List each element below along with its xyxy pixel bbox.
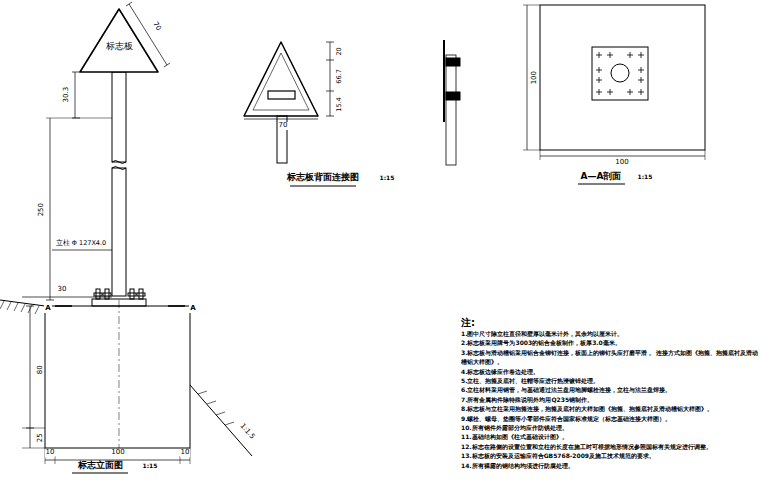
clamp (446, 58, 460, 66)
pole (446, 55, 456, 165)
dimension-tick (326, 91, 334, 92)
view-caption: A—A剖面 (580, 172, 623, 181)
extension-line (523, 5, 540, 6)
dimension-line (50, 118, 51, 300)
dimension-tick (326, 60, 334, 61)
dimension-text: 10 (45, 449, 56, 456)
dimension-line (527, 5, 528, 150)
sign-back-outline (244, 42, 318, 116)
scale-text: 1:15 (637, 174, 654, 180)
dimension-text: 20 (336, 46, 343, 56)
caption-underline (290, 185, 356, 186)
pole (112, 72, 126, 162)
caption-underline (578, 183, 625, 184)
dimension-line (22, 297, 112, 298)
dimension-tick (26, 306, 34, 307)
note-item: 1.图中尺寸除立柱直径和壁厚以毫米计外，其余均以厘米计。 (461, 329, 758, 338)
dimension-tick (326, 116, 334, 117)
sign-plate-edge (443, 40, 445, 122)
scale-text: 1:15 (142, 463, 159, 469)
note-item: 9.螺栓、螺母、垫圈等小零部件应符合国家标准规定（标志基础连接大样图）。 (461, 414, 758, 423)
note-item: 11.基础结构如图《柱式基础设计图》。 (461, 432, 758, 441)
dimension-text: 70 (150, 20, 162, 33)
view-caption: 标志板背面连接图 (286, 173, 360, 182)
anchor-bolts (94, 289, 145, 299)
base-plate (592, 47, 648, 100)
extension-line (705, 150, 706, 160)
slope-ratio: 1:1.5 (238, 422, 257, 442)
note-item: 14.所有裸露的钢结构均须进行防腐处理。 (461, 461, 758, 470)
note-item: 13.标志板的安装及运输应符合GB5768-2009及施工技术规范的要求。 (461, 451, 758, 460)
extension-line (180, 456, 181, 464)
note-item: 3.标志板与滑动槽铝采用铝合金铆钉连接，板面上的铆钉头应打磨平滑， 连接方式如图… (461, 348, 758, 367)
note-item: 5.立柱、抱箍及底衬、柱帽等应进行热浸镀锌处理。 (461, 376, 758, 385)
note-item: 6.立柱材料采用钢管，与基础通过法兰盘用地脚螺栓连接，立柱与法兰盘焊接。 (461, 385, 758, 394)
notes-block: 注:1.图中尺寸除立柱直径和壁厚以毫米计外，其余均以厘米计。2.标志板采用牌号为… (461, 316, 758, 470)
leader-line (52, 250, 112, 251)
dimension-line (75, 72, 76, 118)
foundation-plan (540, 5, 705, 150)
dimension-text: 30 (57, 286, 68, 293)
note-item: 10.所有钢件外露部分均应作防锈处理。 (461, 423, 758, 432)
dimension-tick (126, 2, 132, 6)
caption-underline (72, 472, 128, 473)
sign-back-inner (253, 53, 309, 110)
dimension-tick (326, 42, 334, 43)
part-label: 立柱 Φ 127X4.0 (55, 240, 107, 247)
clamp-bracket (268, 91, 295, 99)
slope-hatch (198, 391, 234, 425)
bolt-marks (596, 52, 644, 95)
pole-break (112, 161, 126, 164)
dimension-tick (26, 428, 34, 429)
notes-heading: 注: (461, 316, 758, 329)
dimension-text: 10 (180, 449, 191, 456)
section-letter: A (44, 305, 51, 312)
dimension-line (244, 119, 318, 120)
section-letter: A (189, 305, 196, 312)
dimension-text: 25 (36, 433, 43, 444)
dimension-tick (164, 63, 170, 67)
dimension-tick (72, 72, 80, 73)
extension-line (22, 448, 45, 449)
dimension-text: 100 (614, 159, 629, 166)
clamp (446, 92, 460, 100)
ground-line (0, 300, 45, 306)
pole-section (611, 64, 629, 82)
dimension-line (330, 42, 331, 116)
ground-hatch (0, 301, 39, 314)
dimension-text: 15.4 (336, 96, 343, 112)
note-item: 7.所有金属构件除特殊说明外均用Q235钢制作。 (461, 395, 758, 404)
dimension-text: 100 (531, 70, 538, 85)
extension-line (46, 118, 112, 119)
sign-board: 标志板 (78, 6, 160, 76)
note-item: 8.标志板与立柱采用抱箍连接，抱箍及底衬的大样如图《抱箍、抱箍底衬及滑动槽铝大样… (461, 404, 758, 413)
foundation (45, 306, 190, 448)
dimension-line (30, 306, 31, 448)
note-item: 4.标志板边缘应作卷边处理。 (461, 367, 758, 376)
dimension-text: 250 (38, 202, 45, 217)
dimension-line (540, 156, 705, 157)
scale-text: 1:15 (379, 175, 396, 181)
dimension-text: 100 (110, 449, 125, 456)
extension-line (22, 428, 45, 429)
center-line (119, 300, 120, 448)
pole (112, 168, 126, 296)
extension-line (55, 456, 56, 464)
view-caption: 标志立面图 (77, 461, 124, 470)
note-item: 12.标志在路侧的设置位置和立柱的长度在施工时可根据地形情况参照国标有关规定进行… (461, 442, 758, 451)
dimension-text: 70 (278, 122, 289, 129)
sign-label: 标志板 (106, 40, 133, 53)
extension-line (523, 150, 540, 151)
dimension-text: 80 (36, 365, 43, 376)
dimension-text: 66.7 (336, 68, 343, 84)
note-item: 2.标志板采用牌号为3003的铝合金板制作，板厚3.0毫米。 (461, 338, 758, 347)
dimension-tick (46, 300, 54, 301)
dimension-text: 30.3 (63, 86, 70, 104)
extension-line (540, 150, 541, 160)
